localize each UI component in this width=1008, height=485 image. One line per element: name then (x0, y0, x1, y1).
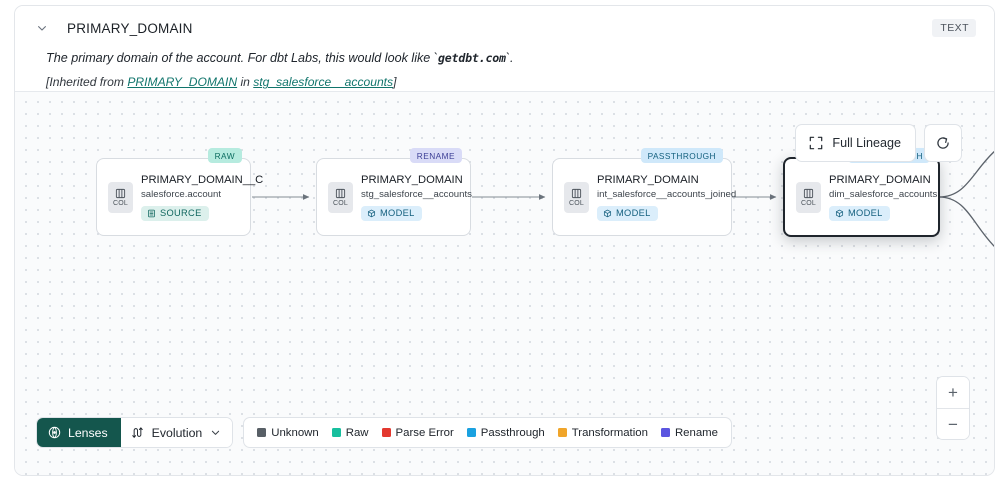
node-kind-label: MODEL (848, 208, 883, 218)
node-body: PRIMARY_DOMAIN dim_salesforce_accounts M… (829, 174, 937, 221)
column-icon (571, 188, 582, 198)
legend-label: Raw (345, 426, 369, 439)
column-badge: COL (328, 181, 353, 213)
inherited-from-line: [Inherited from PRIMARY_DOMAIN in stg_sa… (46, 75, 976, 89)
zoom-out-button[interactable]: − (937, 408, 969, 439)
column-icon (115, 188, 126, 198)
lenses-label: Lenses (68, 425, 108, 440)
inherit-column-link[interactable]: PRIMARY_DOMAIN (127, 75, 238, 90)
legend-swatch (466, 428, 476, 437)
legend-label: Passthrough (480, 426, 545, 439)
header-title-row: PRIMARY_DOMAIN (31, 17, 976, 39)
legend-item-raw[interactable]: Raw (331, 426, 369, 439)
node-column-name: PRIMARY_DOMAIN (597, 173, 699, 186)
node-kind-badge: SOURCE (141, 205, 209, 221)
node-kind-label: SOURCE (160, 208, 202, 218)
column-badge: COL (108, 181, 133, 213)
node-tag: PASSTHROUGH (640, 148, 723, 163)
cube-icon (367, 209, 376, 217)
cube-icon (835, 209, 844, 217)
inherit-middle: in (237, 75, 254, 90)
canvas-bottom-bar: Lenses Evolution (36, 417, 732, 448)
description-code: getdbt.com (438, 51, 506, 65)
legend-swatch (381, 428, 391, 437)
header-divider (15, 91, 994, 92)
chevron-down-icon[interactable] (31, 17, 53, 39)
node-source-name: int_salesforce__accounts_joined (597, 188, 737, 200)
legend-swatch (557, 428, 567, 437)
lineage-node[interactable]: RENAME COL PRIMARY_DOMAIN stg_salesforce… (316, 148, 472, 236)
node-column-name: PRIMARY_DOMAIN__C (141, 173, 264, 186)
lineage-canvas[interactable]: RAW COL PRIMARY_DOMAIN__C salesforce.acc… (15, 92, 994, 475)
node-source-name: dim_salesforce_accounts (829, 188, 938, 200)
column-icon (803, 188, 814, 198)
node-tag: RENAME (409, 148, 462, 163)
refresh-button[interactable] (924, 124, 962, 162)
legend-swatch (331, 428, 341, 437)
description-prefix: The primary domain of the account. For d… (46, 51, 438, 65)
chevron-down-icon (212, 430, 220, 435)
node-kind-label: MODEL (380, 208, 415, 218)
lineage-node-selected[interactable]: PASSTHROUGH COL PRIMARY_DOMAIN dim_sales… (783, 148, 940, 237)
legend-swatch (660, 428, 670, 437)
legend-label: Unknown (271, 426, 319, 439)
node-column-name: PRIMARY_DOMAIN (361, 173, 463, 186)
column-description: The primary domain of the account. For d… (46, 51, 976, 65)
lens-icon (48, 426, 61, 439)
canvas-controls: Full Lineage (795, 124, 962, 162)
inherit-prefix: [Inherited from (46, 75, 128, 90)
page-title: PRIMARY_DOMAIN (67, 20, 193, 36)
node-source-name: stg_salesforce__accounts (361, 188, 472, 200)
column-badge-label: COL (569, 199, 584, 207)
card: PRIMARY_DOMAIN TEXT The primary domain o… (14, 5, 995, 476)
lineage-node[interactable]: RAW COL PRIMARY_DOMAIN__C salesforce.acc… (96, 148, 264, 236)
legend-item-transformation[interactable]: Transformation (557, 426, 648, 439)
legend-item-passthrough[interactable]: Passthrough (466, 426, 545, 439)
full-lineage-label: Full Lineage (832, 136, 901, 150)
status-badge: TEXT (932, 19, 976, 37)
full-lineage-button[interactable]: Full Lineage (795, 124, 916, 162)
inherit-model-link[interactable]: stg_salesforce__accounts (253, 75, 394, 90)
lineage-nodes: RAW COL PRIMARY_DOMAIN__C salesforce.acc… (15, 92, 994, 475)
node-body: PRIMARY_DOMAIN stg_salesforce__accounts … (361, 173, 472, 221)
zoom-controls: + − (936, 376, 970, 440)
database-icon (148, 209, 155, 217)
expand-corners-icon (810, 136, 823, 150)
description-suffix: `. (505, 51, 514, 65)
lenses-button[interactable]: Lenses (37, 418, 121, 447)
column-badge: COL (796, 181, 821, 213)
legend-swatch (257, 428, 267, 437)
node-column-name: PRIMARY_DOMAIN (829, 173, 931, 186)
legend-label: Parse Error (395, 426, 454, 439)
node-tag: RAW (207, 148, 242, 163)
cube-icon (603, 209, 612, 217)
node-body: PRIMARY_DOMAIN__C salesforce.account SOU… (141, 173, 264, 221)
column-badge: COL (564, 181, 589, 213)
column-badge-label: COL (113, 199, 128, 207)
evolution-label: Evolution (151, 425, 203, 440)
legend-label: Transformation (571, 426, 648, 439)
legend-item-rename[interactable]: Rename (660, 426, 718, 439)
evolution-icon (131, 427, 143, 438)
node-body: PRIMARY_DOMAIN int_salesforce__accounts_… (597, 173, 737, 221)
node-kind-badge: MODEL (829, 205, 890, 221)
node-source-name: salesforce.account (141, 188, 221, 200)
column-badge-label: COL (801, 199, 816, 207)
legend-item-parse-error[interactable]: Parse Error (381, 426, 454, 439)
node-kind-badge: MODEL (361, 205, 422, 221)
refresh-icon (937, 137, 949, 149)
evolution-dropdown[interactable]: Evolution (120, 418, 233, 447)
lineage-node[interactable]: PASSTHROUGH COL PRIMARY_DOMAIN int_sales… (552, 148, 737, 236)
legend: Unknown Raw Parse Error Passthrough (243, 417, 732, 448)
column-badge-label: COL (333, 199, 348, 207)
node-kind-label: MODEL (616, 208, 651, 218)
node-kind-badge: MODEL (597, 205, 658, 221)
lens-selector: Lenses Evolution (36, 417, 234, 448)
panel-header: PRIMARY_DOMAIN TEXT The primary domain o… (15, 6, 994, 92)
column-icon (335, 188, 346, 198)
legend-item-unknown[interactable]: Unknown (257, 427, 319, 439)
inherit-suffix: ] (393, 75, 397, 90)
legend-label: Rename (674, 426, 718, 439)
zoom-in-button[interactable]: + (937, 377, 969, 408)
